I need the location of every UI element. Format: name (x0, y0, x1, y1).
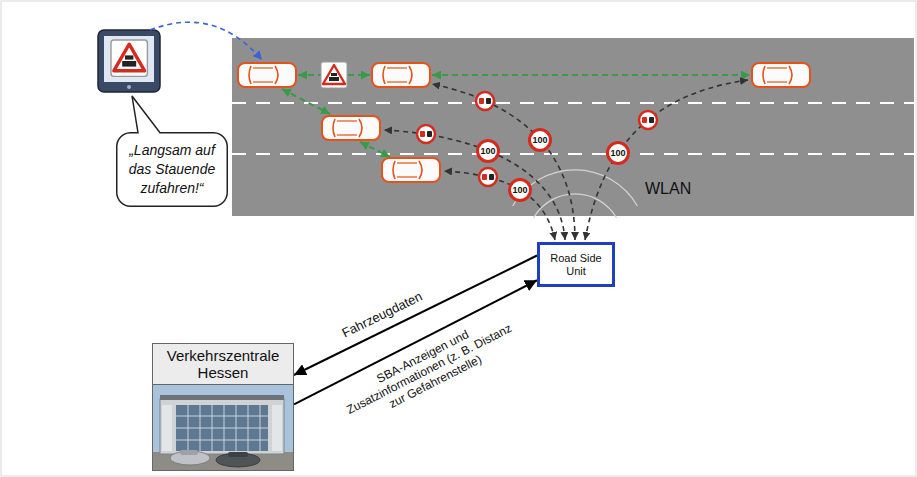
display-link (150, 22, 262, 60)
no-overtaking-sign (479, 168, 497, 186)
car (322, 116, 380, 140)
car-cabin (228, 452, 248, 457)
car-cabin (180, 450, 198, 455)
speech-bubble: „Langsam auf das Stauende zufahren!“ (116, 132, 228, 207)
ground (153, 452, 293, 470)
parked-car (170, 451, 210, 465)
box-heading: Verkehrszentrale Hessen (153, 344, 293, 385)
v2v-arrow (360, 142, 390, 157)
speed-limit-sign: 100 (528, 128, 552, 152)
car (752, 63, 810, 87)
wlan-link (444, 171, 555, 240)
onboard-screen (104, 36, 154, 82)
onboard-unit (98, 30, 160, 92)
bubble-shape (117, 96, 228, 206)
v2v-arrow (282, 89, 330, 114)
car (382, 158, 440, 182)
glass-facade (176, 405, 268, 451)
v2v-arrow (432, 74, 750, 76)
warning-sign (321, 62, 347, 88)
traffic-center-box: Verkehrszentrale Hessen (152, 343, 294, 471)
warning-sign (111, 40, 147, 76)
screen-warning (111, 40, 147, 76)
motorway (232, 38, 914, 216)
lane-marking (232, 153, 914, 155)
building (160, 399, 284, 454)
car (372, 63, 430, 87)
roof (160, 395, 284, 400)
speed-limit-sign: 100 (508, 178, 532, 202)
no-overtaking-sign (417, 125, 435, 143)
wlan-link (585, 80, 748, 240)
speed-limit-value: 100 (476, 139, 500, 163)
lane-marking (232, 102, 914, 104)
car (238, 63, 296, 87)
stair-tower (162, 405, 172, 451)
speed-limit-sign: 100 (606, 141, 630, 165)
speed-limit-value: 100 (508, 178, 532, 202)
building-photo (153, 385, 293, 470)
device-button (127, 85, 131, 89)
no-overtaking-sign (639, 111, 657, 129)
road-side-unit-box: Road Side Unit (537, 242, 615, 287)
sky (153, 385, 293, 470)
wlan-link (384, 130, 565, 240)
speed-limit-value: 100 (528, 128, 552, 152)
box-label: Road Side Unit (545, 252, 607, 278)
speed-limit-sign: 100 (476, 139, 500, 163)
no-overtaking-sign (476, 92, 494, 110)
network-label: WLAN (645, 180, 691, 198)
wlan-link (432, 84, 575, 240)
window-frames (176, 405, 268, 451)
parked-car (216, 453, 260, 467)
speech-text: „Langsam auf das Stauende zufahren!“ (128, 141, 216, 198)
speed-limit-value: 100 (606, 141, 630, 165)
stair-tower (272, 405, 282, 451)
